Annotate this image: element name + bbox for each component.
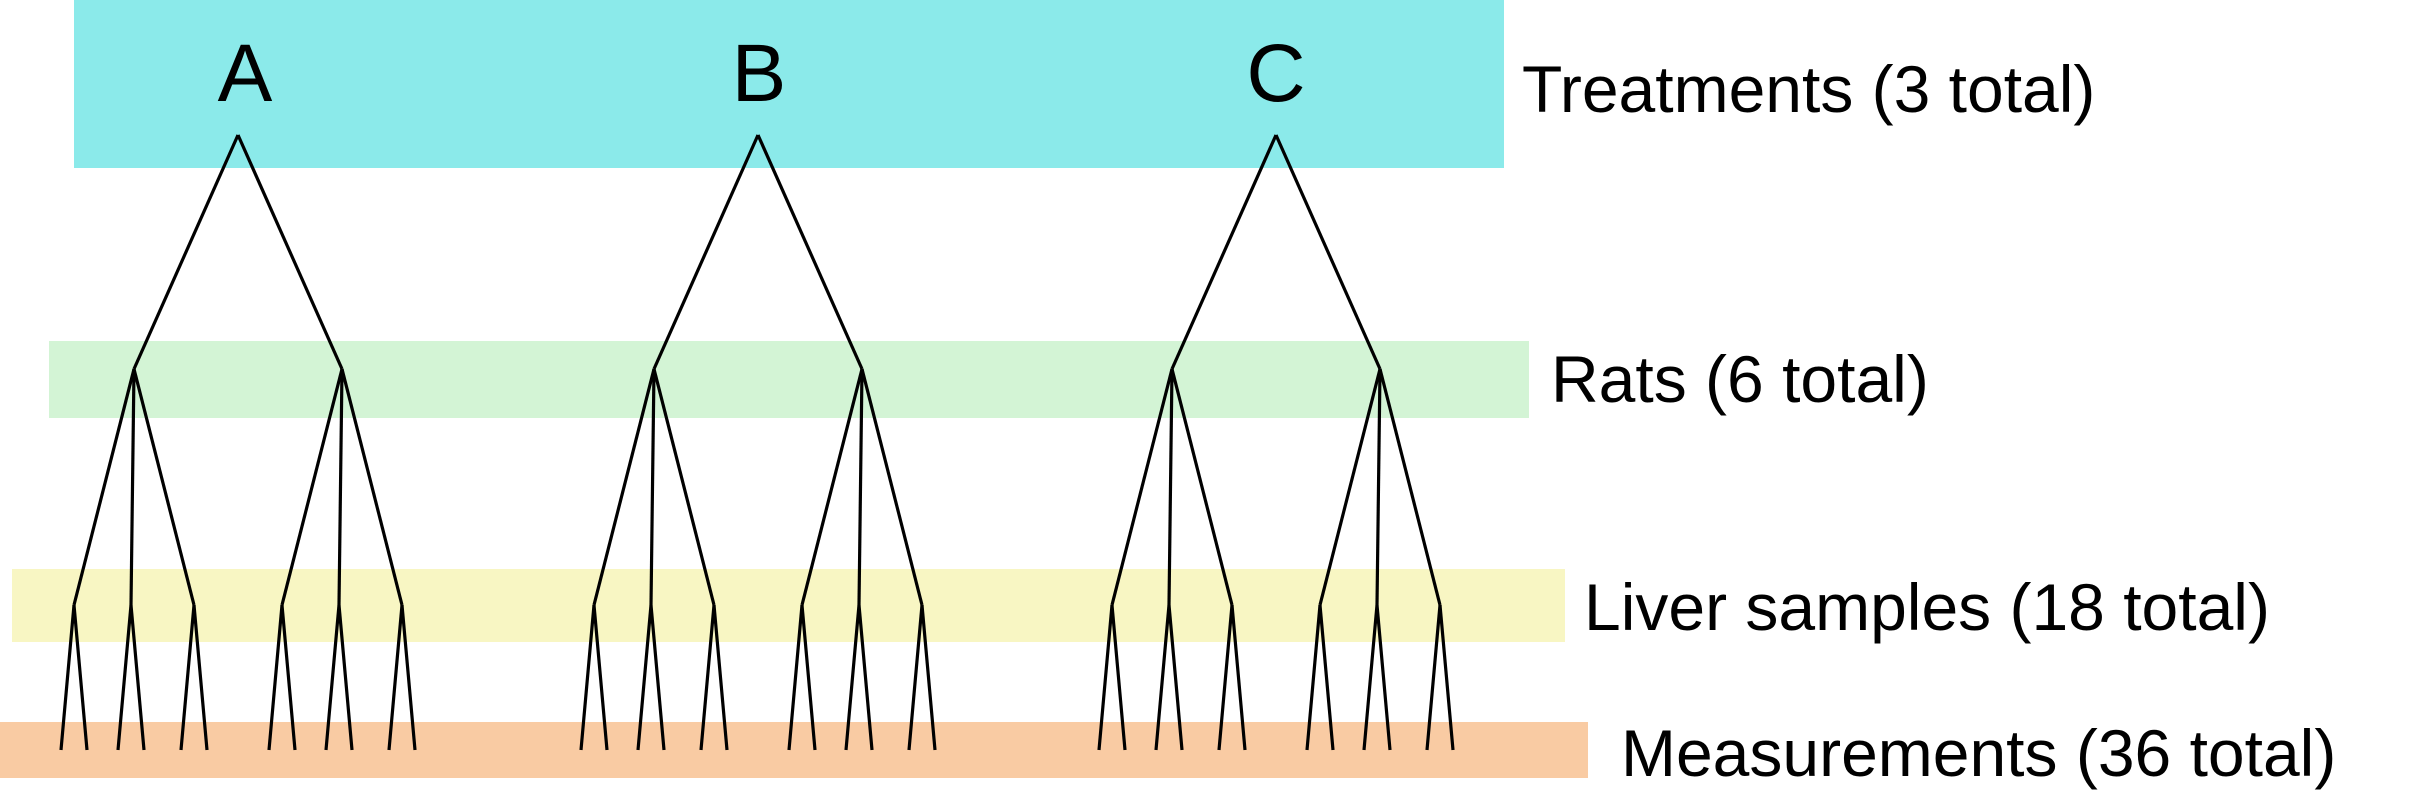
edge-sample-measurement <box>324 604 341 751</box>
edge-sample-measurement <box>179 604 196 751</box>
edge-treatment-rat <box>756 134 864 370</box>
treatment-label-a: A <box>218 28 273 119</box>
edge-sample-measurement <box>636 604 653 751</box>
edge-treatment-rat <box>236 134 344 370</box>
edge-sample-measurement <box>1305 604 1322 751</box>
edge-rat-sample <box>1167 368 1174 606</box>
edge-sample-measurement <box>1375 604 1392 751</box>
edge-treatment-rat <box>1274 134 1382 370</box>
edge-sample-measurement <box>712 604 729 751</box>
edge-sample-measurement <box>907 604 924 751</box>
edge-rat-sample <box>337 368 344 606</box>
edge-sample-measurement <box>267 604 284 751</box>
edge-rat-sample <box>132 368 196 606</box>
edge-rat-sample <box>592 368 656 606</box>
band-treatments <box>74 0 1504 168</box>
level-label-liver-samples: Liver samples (18 total) <box>1584 570 2270 644</box>
edge-rat-sample <box>1110 368 1174 606</box>
edge-sample-measurement <box>579 604 596 751</box>
edge-sample-measurement <box>1230 604 1247 751</box>
edge-rat-sample <box>860 368 924 606</box>
edge-rat-sample <box>280 368 344 606</box>
edge-rat-sample <box>1375 368 1382 606</box>
edge-rat-sample <box>340 368 404 606</box>
edge-treatment-rat <box>1170 134 1278 370</box>
edge-sample-measurement <box>649 604 666 751</box>
edge-sample-measurement <box>1097 604 1114 751</box>
edge-rat-sample <box>72 368 136 606</box>
edge-sample-measurement <box>920 604 937 751</box>
edge-sample-measurement <box>1318 604 1335 751</box>
treatment-label-b: B <box>732 28 787 119</box>
edge-rat-sample <box>1170 368 1234 606</box>
edge-sample-measurement <box>337 604 354 751</box>
edge-sample-measurement <box>400 604 417 751</box>
band-measurements <box>0 722 1588 778</box>
treatment-label-c: C <box>1246 28 1305 119</box>
edge-treatment-rat <box>652 134 760 370</box>
edge-treatment-rat <box>132 134 240 370</box>
edge-rat-sample <box>129 368 136 606</box>
edge-rat-sample <box>1318 368 1382 606</box>
edge-sample-measurement <box>59 604 76 751</box>
tree-edges <box>59 134 1455 751</box>
edge-sample-measurement <box>192 604 209 751</box>
edge-rat-sample <box>800 368 864 606</box>
edge-sample-measurement <box>1167 604 1184 751</box>
edge-sample-measurement <box>116 604 133 751</box>
level-label-rats: Rats (6 total) <box>1551 342 1929 416</box>
edge-sample-measurement <box>857 604 874 751</box>
edge-sample-measurement <box>800 604 817 751</box>
edge-sample-measurement <box>1362 604 1379 751</box>
edge-sample-measurement <box>280 604 297 751</box>
level-label-measurements: Measurements (36 total) <box>1621 716 2336 790</box>
edge-sample-measurement <box>387 604 404 751</box>
edge-sample-measurement <box>787 604 804 751</box>
edge-rat-sample <box>857 368 864 606</box>
edge-sample-measurement <box>699 604 716 751</box>
edge-sample-measurement <box>129 604 146 751</box>
edge-sample-measurement <box>72 604 89 751</box>
edge-rat-sample <box>652 368 716 606</box>
edge-sample-measurement <box>592 604 609 751</box>
edge-sample-measurement <box>1438 604 1455 751</box>
edge-sample-measurement <box>844 604 861 751</box>
edge-sample-measurement <box>1154 604 1171 751</box>
band-liver-samples <box>12 569 1565 642</box>
edge-sample-measurement <box>1217 604 1234 751</box>
edge-sample-measurement <box>1425 604 1442 751</box>
edge-sample-measurement <box>1110 604 1127 751</box>
band-rats <box>49 341 1529 418</box>
level-label-treatments: Treatments (3 total) <box>1522 52 2095 126</box>
edge-rat-sample <box>1378 368 1442 606</box>
edge-rat-sample <box>649 368 656 606</box>
